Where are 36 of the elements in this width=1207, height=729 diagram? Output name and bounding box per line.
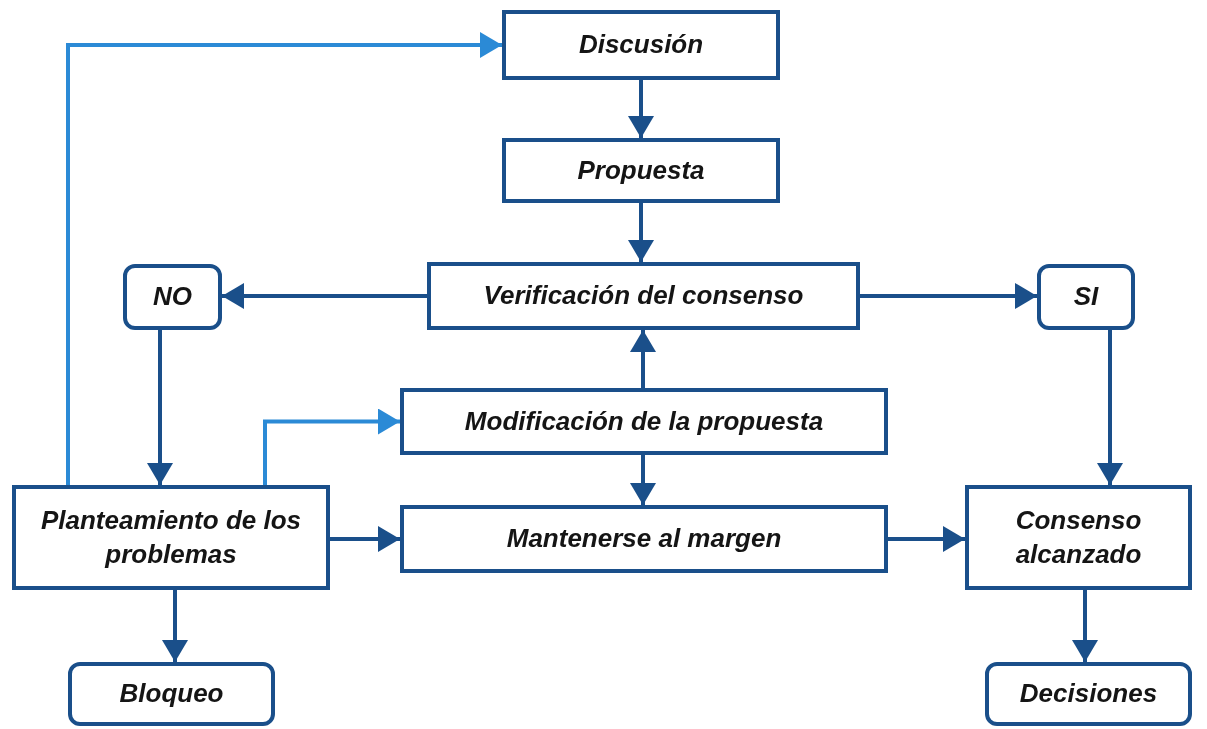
node-label: Bloqueo — [119, 677, 224, 711]
node-label: Propuesta — [577, 153, 705, 187]
rounded-box — [123, 264, 222, 330]
process-box — [502, 138, 780, 203]
node-label: Decisiones — [1019, 677, 1158, 711]
node-label: NO — [153, 280, 192, 314]
rounded-box — [1037, 264, 1135, 330]
arrow — [147, 330, 173, 485]
arrow — [263, 408, 400, 485]
arrow — [162, 590, 188, 662]
process-box — [400, 388, 888, 455]
process-box — [400, 505, 888, 573]
node-label: SI — [1073, 280, 1099, 314]
arrow — [630, 330, 656, 388]
arrow — [1072, 590, 1098, 662]
node-label: Modificación de la propuesta — [464, 404, 824, 438]
rounded-box — [985, 662, 1192, 726]
arrow — [628, 80, 654, 138]
node-label: Mantenerse al margen — [506, 522, 782, 556]
arrow — [628, 203, 654, 262]
arrow — [630, 455, 656, 505]
rounded-box — [68, 662, 275, 726]
arrow — [888, 526, 965, 552]
arrow — [1097, 330, 1123, 485]
node-label: Consenso alcanzado — [1014, 503, 1143, 571]
node-label: Planteamiento de los problemas — [39, 503, 303, 571]
node-label: Verificación del consenso — [483, 279, 804, 313]
arrow — [222, 283, 427, 309]
arrow — [330, 526, 400, 552]
process-box — [502, 10, 780, 80]
process-box — [965, 485, 1192, 590]
node-label: Discusión — [578, 28, 704, 62]
process-box — [427, 262, 860, 330]
process-box — [12, 485, 330, 590]
arrow — [66, 32, 502, 485]
arrow — [860, 283, 1037, 309]
